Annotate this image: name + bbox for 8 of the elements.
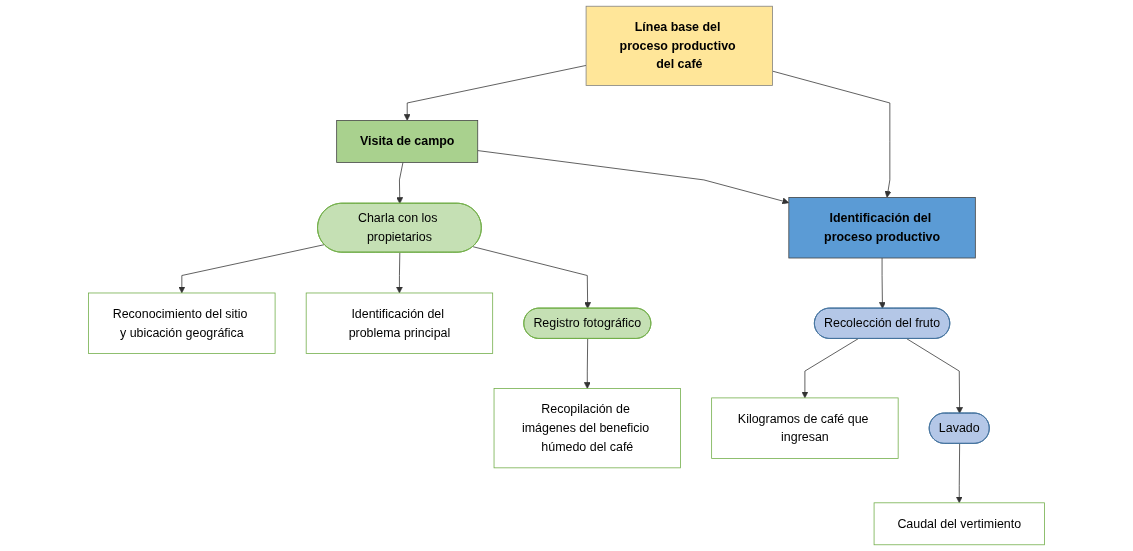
node-box: Kilogramos de café que ingresan [711, 397, 899, 459]
node-box: Caudal del vertimiento [873, 502, 1045, 546]
node-box: Recopilación de imágenes del beneficio húmedo del café [493, 388, 681, 469]
node-box: Reconocimiento del sitio y ubicación geográfica [88, 292, 276, 354]
node-box: Identificación del problema principal [305, 292, 494, 354]
node-box: Identificación del proceso productivo [788, 197, 976, 259]
node-box: Visita de campo [336, 120, 479, 163]
node-box: Línea base del proceso productivo del café [585, 5, 773, 86]
